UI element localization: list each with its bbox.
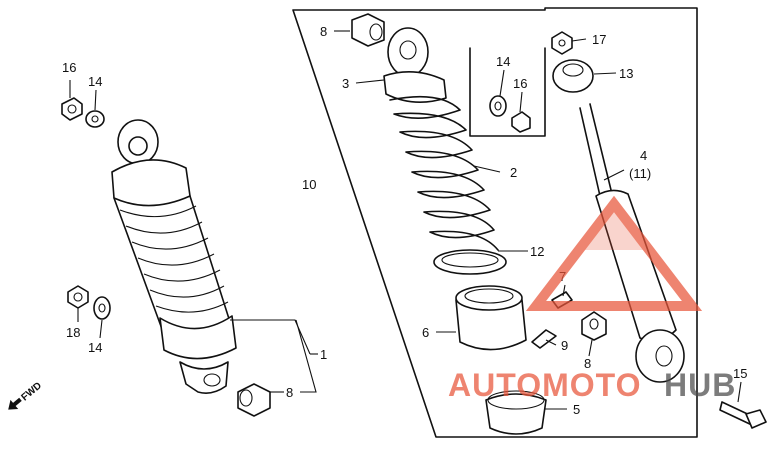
callout-16-left: 16 (62, 60, 76, 75)
callout-4: 4 (640, 148, 647, 163)
callout-13: 13 (619, 66, 633, 81)
callout-3: 3 (342, 76, 349, 91)
stopper-5 (485, 390, 547, 435)
callout-18: 18 (66, 325, 80, 340)
upper-mount-3 (383, 27, 447, 103)
callout-14-left-bottom: 14 (88, 340, 102, 355)
rubber-13 (552, 59, 594, 93)
seat-ring-12 (433, 249, 507, 275)
retainer-9 (531, 329, 557, 349)
washer-14-top (489, 95, 507, 117)
spring-2 (389, 95, 499, 251)
callout-8-top: 8 (320, 24, 327, 39)
nut-16-left (61, 97, 83, 121)
adjuster-6 (455, 285, 527, 351)
callout-14-top: 14 (496, 54, 510, 69)
callout-9: 9 (561, 338, 568, 353)
bushing-8-mid (581, 311, 607, 341)
callout-10: 10 (302, 177, 316, 192)
watermark-logo: AUTOMOTO HUB (448, 195, 736, 403)
callout-8-left: 8 (286, 385, 293, 400)
bushing-8-top (351, 13, 385, 47)
callout-8-mid: 8 (584, 356, 591, 371)
callout-6: 6 (422, 325, 429, 340)
watermark-text-primary: AUTOMOTO (448, 367, 641, 403)
assembled-shock-absorber (111, 119, 237, 394)
bushing-8-left (237, 383, 271, 417)
callout-15: 15 (733, 366, 747, 381)
forward-label: FWD (19, 380, 44, 403)
exploded-group-frame (292, 7, 698, 438)
callout-4-alt: (11) (629, 166, 651, 181)
callout-16-top: 16 (513, 76, 527, 91)
forward-arrow: FWD (8, 380, 44, 410)
bolt-15 (719, 401, 767, 429)
washer-14-left-bottom (93, 296, 111, 320)
nut-18 (67, 285, 89, 309)
callout-1: 1 (320, 347, 327, 362)
nut-16-top (511, 111, 531, 133)
washer-14-left-top (85, 110, 105, 128)
callout-12: 12 (530, 244, 544, 259)
watermark-text-secondary: HUB (664, 367, 736, 403)
callout-17: 17 (592, 32, 606, 47)
callouts: 1 2 3 4 (11) 5 6 7 8 8 8 9 10 12 13 14 1… (62, 24, 747, 417)
callout-14-left-top: 14 (88, 74, 102, 89)
callout-5: 5 (573, 402, 580, 417)
callout-2: 2 (510, 165, 517, 180)
nut-17 (551, 31, 573, 55)
leader-lines (69, 30, 742, 410)
